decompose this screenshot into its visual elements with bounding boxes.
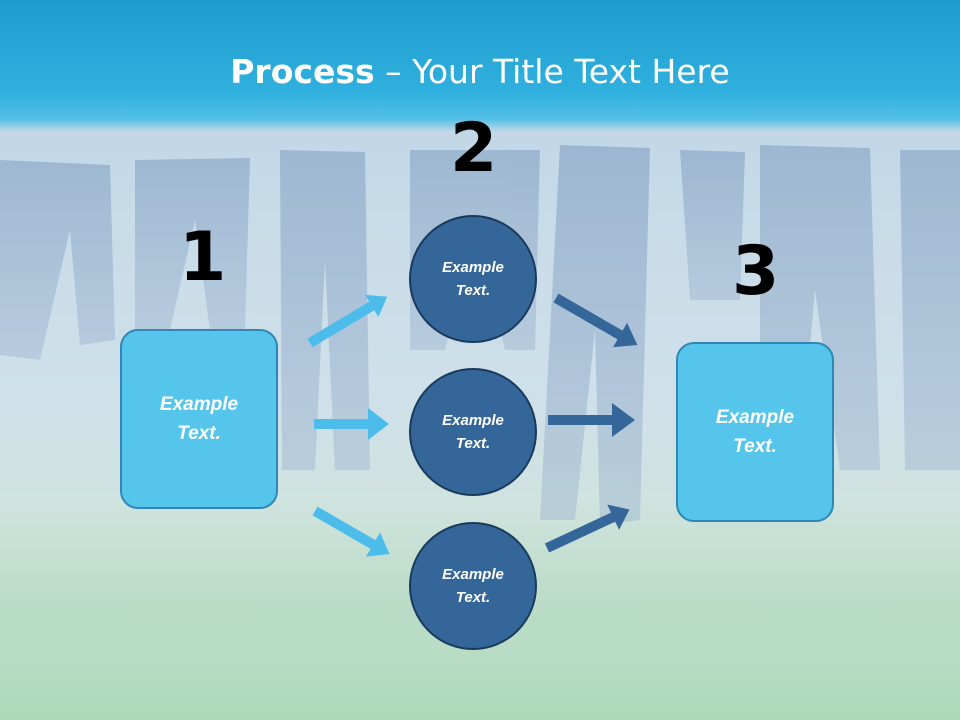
arrow-1-to-top xyxy=(307,294,388,348)
step-3-box[interactable]: Example Text. xyxy=(676,342,834,522)
step-number-1: 1 xyxy=(179,218,227,297)
step-1-text: Example Text. xyxy=(159,394,239,444)
step-3-text: Example Text. xyxy=(715,407,795,457)
arrow-1-to-bottom xyxy=(312,506,390,557)
step-number-3: 3 xyxy=(732,232,780,311)
step-2-circle-middle[interactable]: Example Text. xyxy=(409,368,537,496)
step-2-circle-bottom[interactable]: Example Text. xyxy=(409,522,537,650)
arrow-middle-to-3 xyxy=(548,403,635,437)
slide-title: Process – Your Title Text Here xyxy=(0,52,960,91)
step-1-box[interactable]: Example Text. xyxy=(120,329,278,509)
title-bold: Process xyxy=(230,52,375,91)
step-number-2: 2 xyxy=(450,109,498,188)
arrow-top-to-3 xyxy=(553,293,638,348)
title-bar xyxy=(0,0,960,132)
arrow-1-to-middle xyxy=(314,408,389,440)
step-2-circle-middle-text: Example Text. xyxy=(442,412,504,452)
step-2-circle-bottom-text: Example Text. xyxy=(442,566,504,606)
arrow-bottom-to-3 xyxy=(544,504,630,553)
title-rest: – Your Title Text Here xyxy=(374,52,730,91)
step-2-circle-top-text: Example Text. xyxy=(442,259,504,299)
step-2-circle-top[interactable]: Example Text. xyxy=(409,215,537,343)
